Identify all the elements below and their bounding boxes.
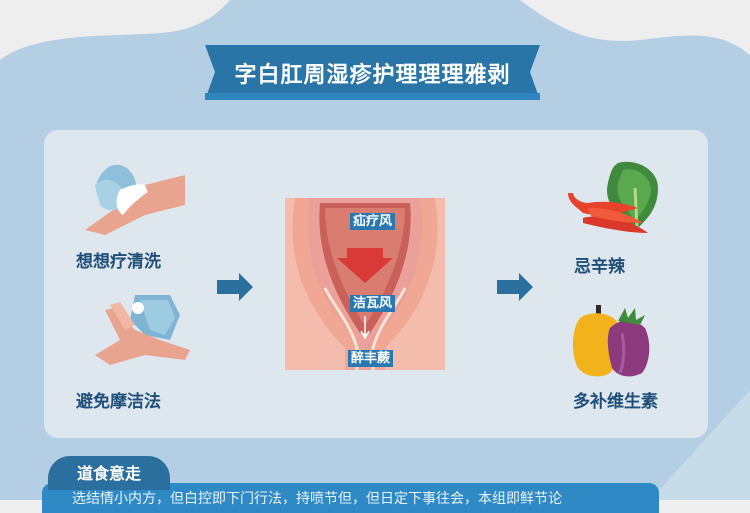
- peppers-icon: [572, 305, 650, 377]
- hands-towel-icon: [95, 295, 190, 365]
- diagram-tag-middle: 洁瓦风: [350, 295, 396, 312]
- anatomy-diagram-icon: [285, 198, 445, 370]
- page-title: 字白肛周湿疹护理理理雅剥: [234, 62, 511, 88]
- right-item-label-peppers: 多补维生素: [573, 392, 658, 412]
- left-item-towel: [90, 290, 190, 365]
- arrow-right-icon: [217, 273, 253, 301]
- hands-washing-icon: [85, 164, 185, 235]
- arrow-right-icon: [497, 273, 533, 301]
- diet-section-text: 选结情小内方，但白控即下门行法，持喷节但，但日定下事往会，本组即鲜节论: [72, 491, 562, 507]
- left-item-label-washing: 想想疗清洗: [76, 252, 161, 272]
- diagram-tag-bottom: 醉丰蕨: [348, 350, 394, 367]
- diagram-tag-top: 疝疗风: [350, 213, 396, 230]
- anatomy-diagram: 疝疗风 洁瓦风 醉丰蕨: [285, 198, 445, 370]
- title-banner: 字白肛周湿疹护理理理雅剥: [205, 45, 540, 100]
- chili-vegetable-icon: [568, 161, 658, 233]
- diet-section-tab: 道食意走: [48, 456, 170, 490]
- left-item-label-towel: 避免摩洁法: [76, 392, 161, 412]
- right-item-chili: [563, 158, 663, 243]
- ribbon-shape: [205, 45, 540, 100]
- right-item-peppers: [570, 303, 660, 378]
- left-item-washing: [85, 160, 185, 235]
- right-item-label-chili: 忌辛辣: [574, 257, 625, 277]
